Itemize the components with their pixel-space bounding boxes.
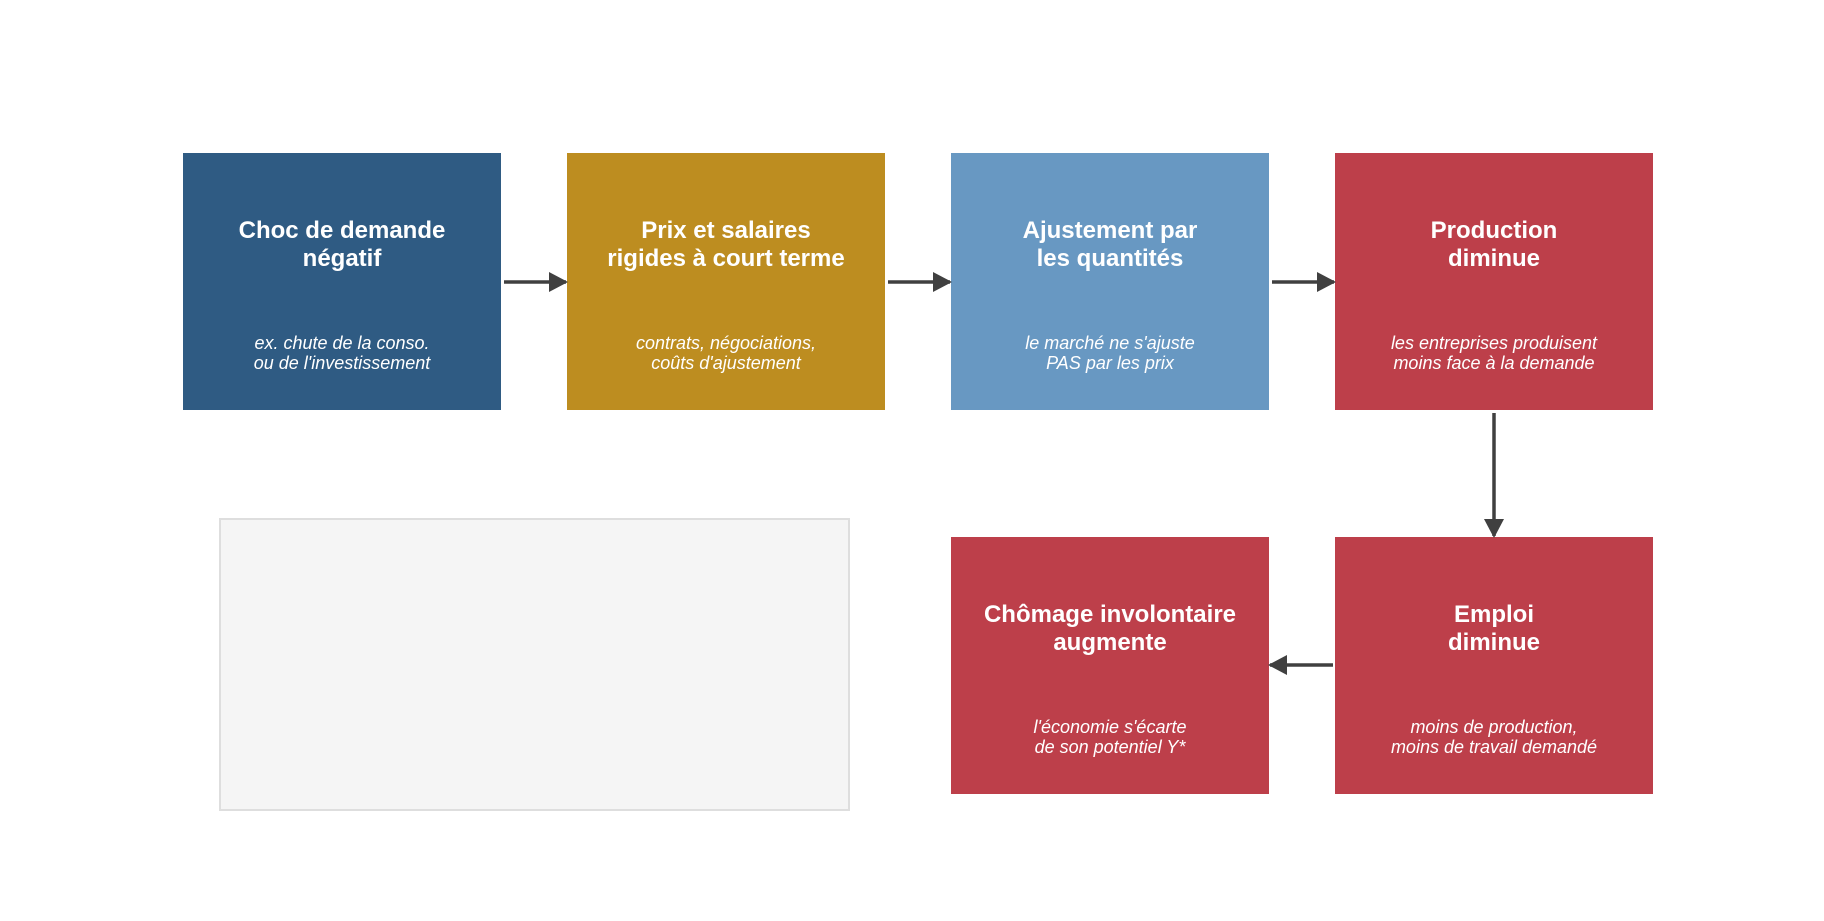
- node-choc-demande-title: Choc de demande négatif: [238, 217, 446, 272]
- arrowhead-prix-to-ajustement: [933, 272, 952, 292]
- node-production-diminue: Production diminue les entreprises produ…: [1335, 153, 1653, 410]
- node-prix-salaires-title: Prix et salaires rigides à court terme: [607, 217, 845, 272]
- node-chomage-augmente-subtitle: l'économie s'écarte de son potentiel Y*: [1033, 717, 1187, 757]
- empty-placeholder-panel: [219, 518, 850, 811]
- node-choc-demande: Choc de demande négatif ex. chute de la …: [183, 153, 501, 410]
- node-ajustement-quantites-title: Ajustement par les quantités: [1022, 217, 1198, 272]
- node-choc-demande-subtitle: ex. chute de la conso. ou de l'investiss…: [253, 333, 431, 373]
- node-production-diminue-subtitle: les entreprises produisent moins face à …: [1390, 333, 1598, 373]
- arrowhead-choc-to-prix: [549, 272, 568, 292]
- arrowhead-production-to-emploi: [1484, 519, 1504, 538]
- node-prix-salaires-subtitle: contrats, négociations, coûts d'ajusteme…: [635, 333, 817, 373]
- node-ajustement-quantites: Ajustement par les quantités le marché n…: [951, 153, 1269, 410]
- arrowhead-ajustement-to-production: [1317, 272, 1336, 292]
- node-chomage-augmente: Chômage involontaire augmente l'économie…: [951, 537, 1269, 794]
- node-emploi-diminue-subtitle: moins de production, moins de travail de…: [1390, 717, 1598, 757]
- node-prix-salaires: Prix et salaires rigides à court terme c…: [567, 153, 885, 410]
- node-chomage-augmente-title: Chômage involontaire augmente: [983, 601, 1237, 656]
- node-ajustement-quantites-subtitle: le marché ne s'ajuste PAS par les prix: [1025, 333, 1195, 373]
- node-production-diminue-title: Production diminue: [1430, 217, 1558, 272]
- node-emploi-diminue-title: Emploi diminue: [1447, 601, 1540, 656]
- arrowhead-emploi-to-chomage: [1268, 655, 1287, 675]
- node-emploi-diminue: Emploi diminue moins de production, moin…: [1335, 537, 1653, 794]
